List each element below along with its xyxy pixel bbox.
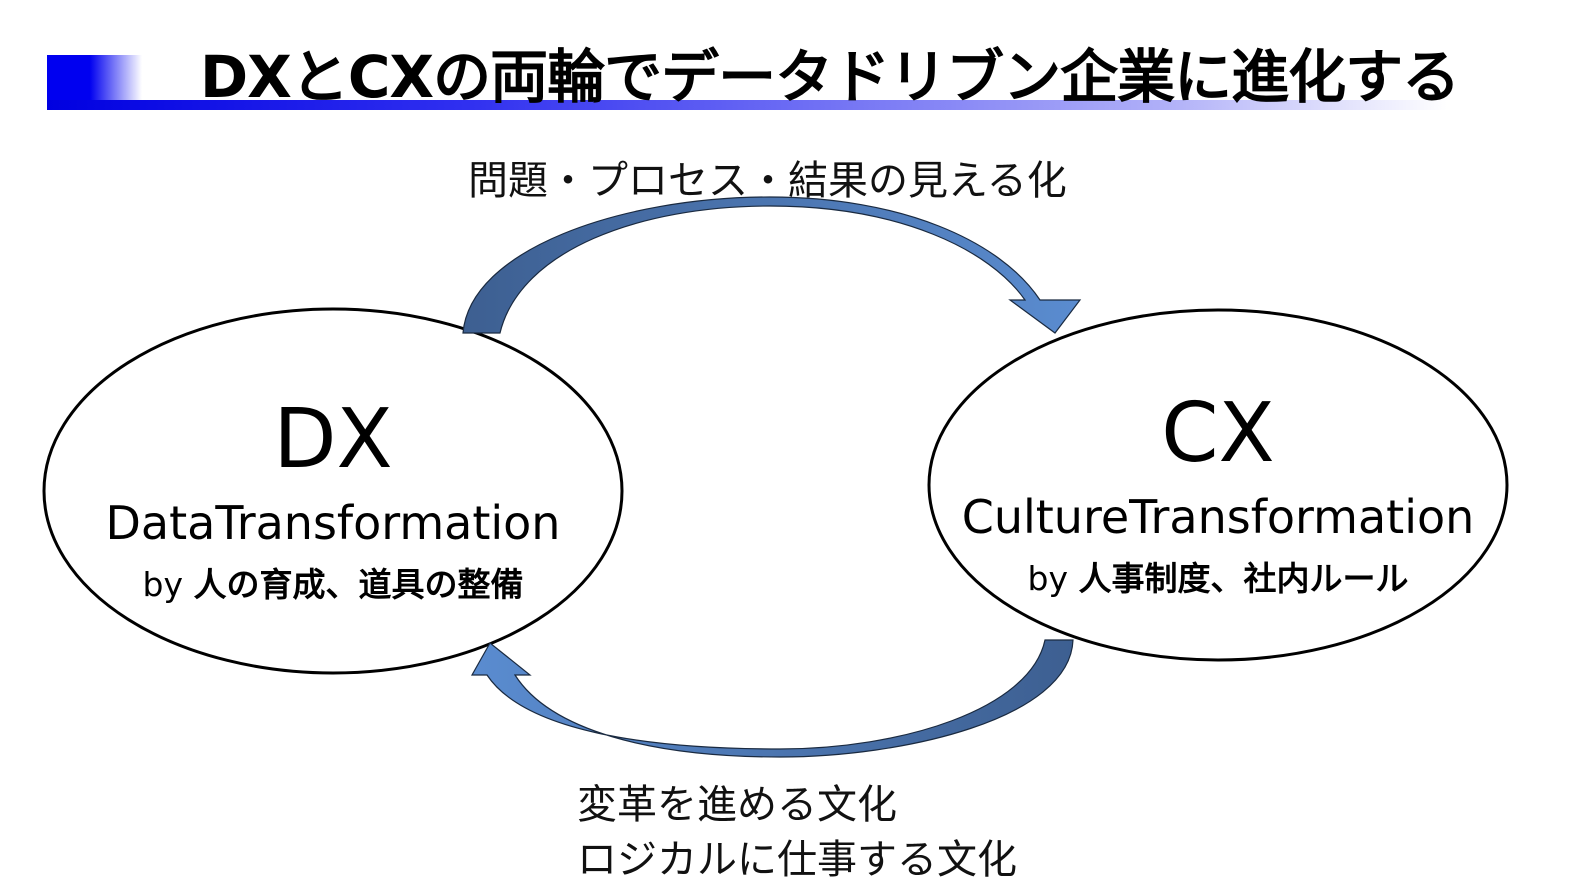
- top-arrow-label: 問題・プロセス・結果の見える化: [468, 158, 1067, 204]
- bottom-arrow-label-1: 変革を進める文化: [577, 782, 897, 828]
- dx-subtitle: DataTransformation: [105, 496, 561, 550]
- top-curved-arrow: [462, 196, 1082, 334]
- dx-by: by: [142, 565, 183, 604]
- slide-title: DXとCXの両輪でデータドリブン企業に進化する: [200, 43, 1460, 111]
- bottom-curved-arrow: [470, 639, 1074, 758]
- cx-means-text: 人事制度、社内ルール: [1078, 559, 1409, 598]
- dx-means-text: 人の育成、道具の整備: [193, 565, 524, 604]
- cx-ellipse: [927, 308, 1509, 662]
- dx-means: by 人の育成、道具の整備: [33, 558, 633, 606]
- dx-ellipse: [42, 307, 624, 675]
- cx-subtitle: CultureTransformation: [961, 490, 1475, 544]
- cx-by: by: [1027, 559, 1068, 598]
- cx-heading: CX: [1161, 386, 1275, 481]
- cx-means: by 人事制度、社内ルール: [918, 552, 1518, 600]
- title-underline: [47, 100, 1447, 110]
- dx-heading: DX: [273, 392, 393, 487]
- bottom-arrow-label-2: ロジカルに仕事する文化: [577, 837, 1017, 883]
